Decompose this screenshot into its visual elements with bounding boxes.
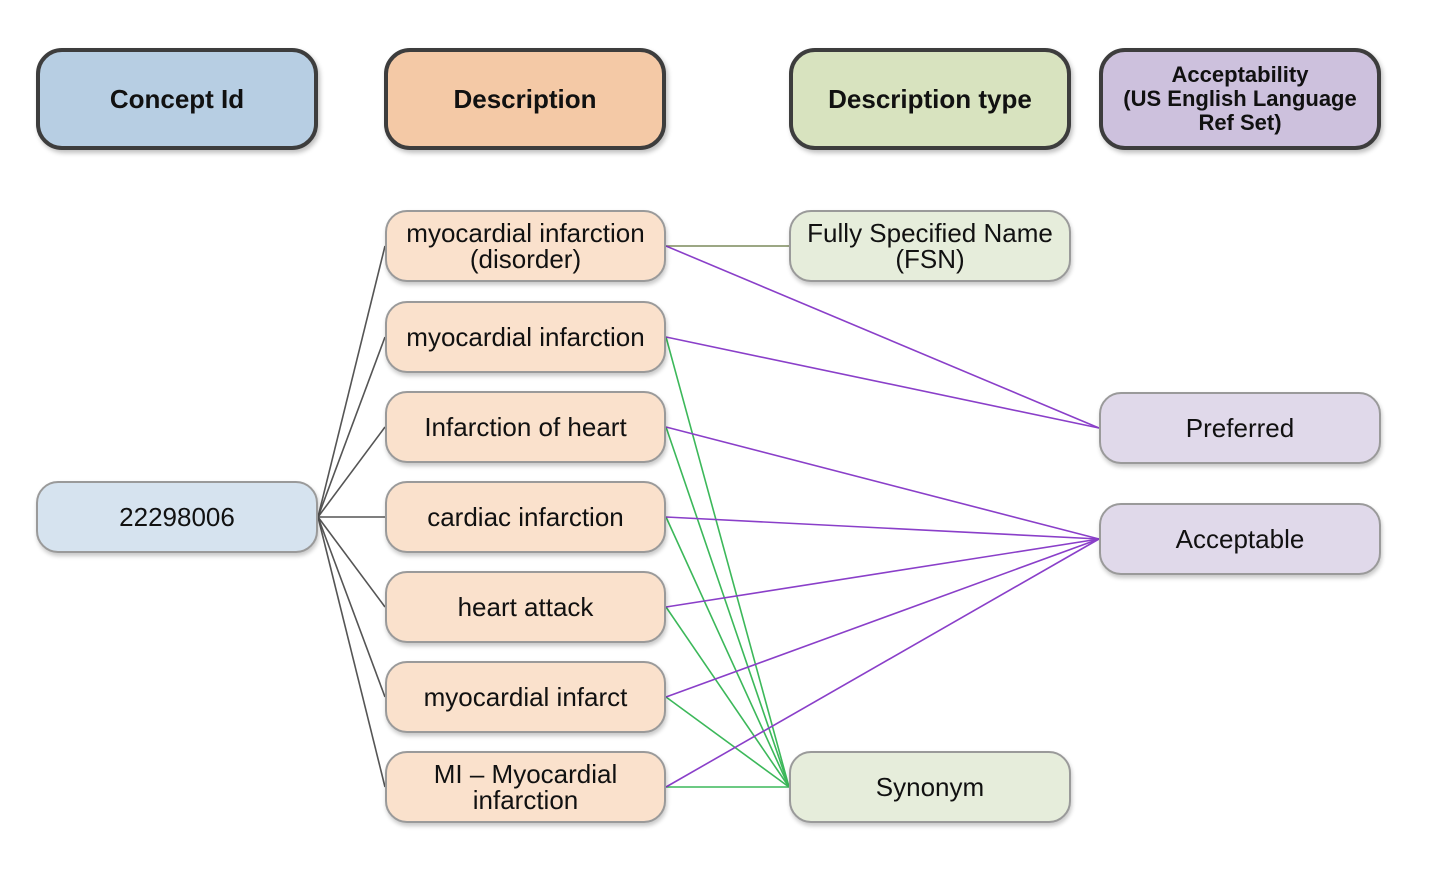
synonym-type-node: Synonym xyxy=(789,751,1071,823)
fsn-type-node: Fully Specified Name (FSN) xyxy=(789,210,1071,282)
acceptability-header: Acceptability (US English Language Ref S… xyxy=(1099,48,1381,150)
description-node: Infarction of heart xyxy=(385,391,666,463)
acceptability-header-label: Acceptability (US English Language Ref S… xyxy=(1123,62,1357,135)
description-header: Description xyxy=(384,48,666,150)
description-to-acceptability-edge xyxy=(665,336,1100,429)
concept-to-description-edge xyxy=(317,245,386,518)
description-node: myocardial infarction xyxy=(385,301,666,373)
concept-to-description-edge xyxy=(317,426,386,518)
concept-id-header: Concept Id xyxy=(36,48,318,150)
concept-id-node: 22298006 xyxy=(36,481,318,553)
concept-to-description-edge xyxy=(317,516,386,788)
description-to-type-edge xyxy=(665,336,790,788)
description-type-header-label: Description type xyxy=(828,84,1032,114)
description-to-type-edge xyxy=(665,696,790,788)
description-term: cardiac infarction xyxy=(427,502,624,532)
preferred-node: Preferred xyxy=(1099,392,1381,464)
description-node: myocardial infarct xyxy=(385,661,666,733)
preferred-label: Preferred xyxy=(1185,413,1295,443)
description-term: heart attack xyxy=(457,592,594,622)
description-node: MI – Myocardial infarction xyxy=(385,751,666,823)
description-to-acceptability-edge xyxy=(665,538,1100,788)
concept-to-description-edge xyxy=(317,336,386,518)
description-term: myocardial infarct xyxy=(423,682,628,712)
concept-to-description-edge xyxy=(317,516,386,608)
description-to-acceptability-edge xyxy=(665,538,1100,608)
description-term: myocardial infarction xyxy=(406,322,645,352)
description-term: Infarction of heart xyxy=(424,412,627,442)
description-header-label: Description xyxy=(453,84,597,114)
fsn-type-label: Fully Specified Name (FSN) xyxy=(807,218,1053,274)
description-to-acceptability-edge xyxy=(665,538,1100,698)
description-to-acceptability-edge xyxy=(665,516,1100,540)
description-term: MI – Myocardial infarction xyxy=(433,759,618,815)
description-to-type-edge xyxy=(665,516,790,788)
description-node: myocardial infarction (disorder) xyxy=(385,210,666,282)
acceptable-node: Acceptable xyxy=(1099,503,1381,575)
description-to-acceptability-edge xyxy=(665,245,1100,429)
description-term: myocardial infarction (disorder) xyxy=(406,218,645,274)
description-node: heart attack xyxy=(385,571,666,643)
description-to-type-edge xyxy=(665,606,790,788)
concept-id-header-label: Concept Id xyxy=(109,84,245,114)
description-type-header: Description type xyxy=(789,48,1071,150)
concept-id-value: 22298006 xyxy=(119,502,235,532)
synonym-type-label: Synonym xyxy=(875,772,985,802)
description-to-type-edge xyxy=(665,426,790,788)
description-to-acceptability-edge xyxy=(665,426,1100,540)
acceptable-label: Acceptable xyxy=(1175,524,1305,554)
concept-to-description-edge xyxy=(317,516,386,698)
description-node: cardiac infarction xyxy=(385,481,666,553)
